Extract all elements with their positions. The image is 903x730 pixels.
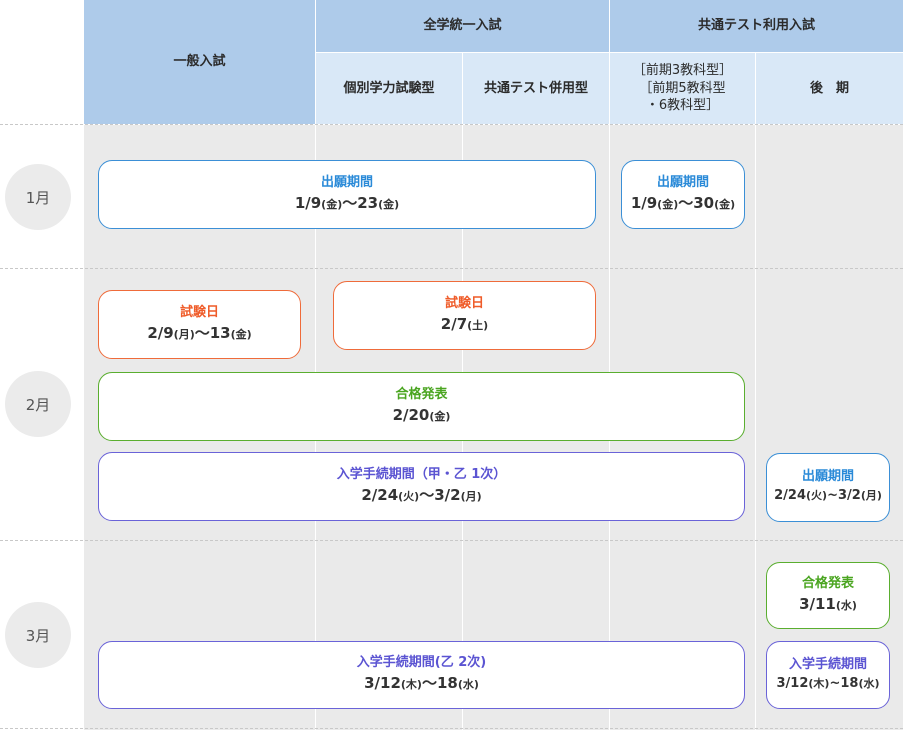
month-february-label: 2月 xyxy=(25,395,51,414)
card-early-application-period: 出願期間 1/9(金)～30(金) xyxy=(621,160,745,229)
card-title: 出願期間 xyxy=(801,469,854,485)
card-title: 入学手続期間（甲・乙 1次） xyxy=(336,466,507,482)
subheader-late-label: 後 期 xyxy=(809,80,849,96)
weekday: (木) xyxy=(400,678,422,692)
date-separator: ～ xyxy=(421,674,437,693)
date-start: 1/9 xyxy=(630,193,658,212)
weekday: (火) xyxy=(398,489,420,503)
card-title: 出願期間 xyxy=(656,174,709,190)
card-title: 入学手続期間 xyxy=(788,656,867,672)
month-february: 2月 xyxy=(5,371,71,437)
card-unified-exam-date: 試験日 2/7(土) xyxy=(333,281,596,350)
card-date: 3/12(木)～18(水) xyxy=(364,672,479,695)
card-date: 3/11(水) xyxy=(799,593,857,616)
date-separator: ~ xyxy=(829,675,841,691)
weekday: (火) xyxy=(806,489,828,503)
date-start: 2/7 xyxy=(440,314,468,333)
card-result-announcement: 合格発表 2/20(金) xyxy=(98,372,745,441)
date-separator: ～ xyxy=(678,193,694,212)
card-date: 2/20(金) xyxy=(393,404,451,427)
date-separator: ～ xyxy=(419,485,435,504)
card-late-result-announcement: 合格発表 3/11(水) xyxy=(766,562,890,629)
row-separator xyxy=(0,124,903,125)
card-date: 1/9(金)～23(金) xyxy=(295,192,399,215)
weekday: (金) xyxy=(230,327,252,341)
weekday: (金) xyxy=(657,197,679,211)
weekday: (木) xyxy=(808,676,830,690)
row-separator xyxy=(0,268,903,269)
weekday: (月) xyxy=(460,489,482,503)
date-start: 3/12 xyxy=(364,674,401,693)
weekday: (水) xyxy=(858,676,880,690)
weekday: (金) xyxy=(321,197,343,211)
weekday: (金) xyxy=(714,197,736,211)
date-start: 1/9 xyxy=(294,193,322,212)
subheader-early-line2: ［前期5教科型 xyxy=(639,80,726,96)
card-date: 2/7(土) xyxy=(441,313,488,336)
date-end: 3/2 xyxy=(434,485,461,504)
card-title: 出願期間 xyxy=(320,174,373,190)
subheader-early-line3: ・6教科型］ xyxy=(645,98,720,114)
date-end: 13 xyxy=(209,323,231,342)
date-end: 23 xyxy=(357,193,379,212)
header-unified: 全学統一入試 xyxy=(316,0,609,52)
subheader-late: 後 期 xyxy=(756,53,903,124)
weekday: (金) xyxy=(429,409,451,423)
card-title: 試験日 xyxy=(179,304,219,320)
subheader-early-line1: ［前期3教科型］ xyxy=(632,63,733,79)
card-late-application-period: 出願期間 2/24(火)~3/2(月) xyxy=(766,453,890,522)
card-date: 2/24(火)～3/2(月) xyxy=(361,484,481,507)
header-general-label: 一般入試 xyxy=(173,54,226,70)
date-end: 3/2 xyxy=(837,488,861,504)
weekday: (月) xyxy=(173,327,195,341)
card-general-application-period: 出願期間 1/9(金)～23(金) xyxy=(98,160,596,229)
month-january-label: 1月 xyxy=(25,188,51,207)
date-start: 2/9 xyxy=(147,323,174,342)
card-date: 1/9(金)～30(金) xyxy=(631,192,735,215)
weekday: (水) xyxy=(835,598,857,612)
month-march-label: 3月 xyxy=(25,626,51,645)
date-start: 2/20 xyxy=(392,405,430,424)
card-title: 入学手続期間(乙 2次) xyxy=(356,655,487,671)
card-title: 合格発表 xyxy=(801,575,854,591)
card-date: 3/12(木)~18(水) xyxy=(776,674,879,694)
weekday: (月) xyxy=(860,489,882,503)
subheader-combined: 共通テスト併用型 xyxy=(463,53,609,124)
card-title: 合格発表 xyxy=(395,386,448,402)
date-separator: ～ xyxy=(342,193,358,212)
card-late-enrollment-period: 入学手続期間 3/12(木)~18(水) xyxy=(766,641,890,709)
card-date: 2/24(火)~3/2(月) xyxy=(774,486,882,506)
date-separator: ～ xyxy=(194,323,210,342)
weekday: (金) xyxy=(378,197,400,211)
subheader-individual: 個別学力試験型 xyxy=(316,53,462,124)
grid-divider xyxy=(755,125,756,730)
header-common: 共通テスト利用入試 xyxy=(610,0,903,52)
month-march: 3月 xyxy=(5,602,71,668)
card-enrollment-period-first: 入学手続期間（甲・乙 1次） 2/24(火)～3/2(月) xyxy=(98,452,745,521)
weekday: (土) xyxy=(467,318,489,332)
card-date: 2/9(月)～13(金) xyxy=(147,322,251,345)
month-january: 1月 xyxy=(5,164,71,230)
row-separator xyxy=(0,728,903,729)
date-start: 2/24 xyxy=(774,488,806,504)
subheader-combined-label: 共通テスト併用型 xyxy=(483,80,588,96)
subheader-early: ［前期3教科型］ ［前期5教科型 ・6教科型］ xyxy=(610,53,755,124)
header-common-label: 共通テスト利用入試 xyxy=(697,18,815,34)
date-separator: ~ xyxy=(827,488,838,504)
card-general-exam-date: 試験日 2/9(月)～13(金) xyxy=(98,290,301,359)
subheader-individual-label: 個別学力試験型 xyxy=(343,80,435,96)
header-general: 一般入試 xyxy=(84,0,315,124)
card-title: 試験日 xyxy=(444,295,484,311)
weekday: (水) xyxy=(457,678,479,692)
date-end: 18 xyxy=(840,675,859,691)
header-unified-label: 全学統一入試 xyxy=(423,18,502,34)
row-separator xyxy=(0,540,903,541)
date-end: 30 xyxy=(693,193,715,212)
date-start: 3/11 xyxy=(799,594,836,613)
date-end: 18 xyxy=(436,674,458,693)
date-start: 2/24 xyxy=(361,485,399,504)
card-enrollment-period-second: 入学手続期間(乙 2次) 3/12(木)～18(水) xyxy=(98,641,745,709)
date-start: 3/12 xyxy=(776,675,809,691)
